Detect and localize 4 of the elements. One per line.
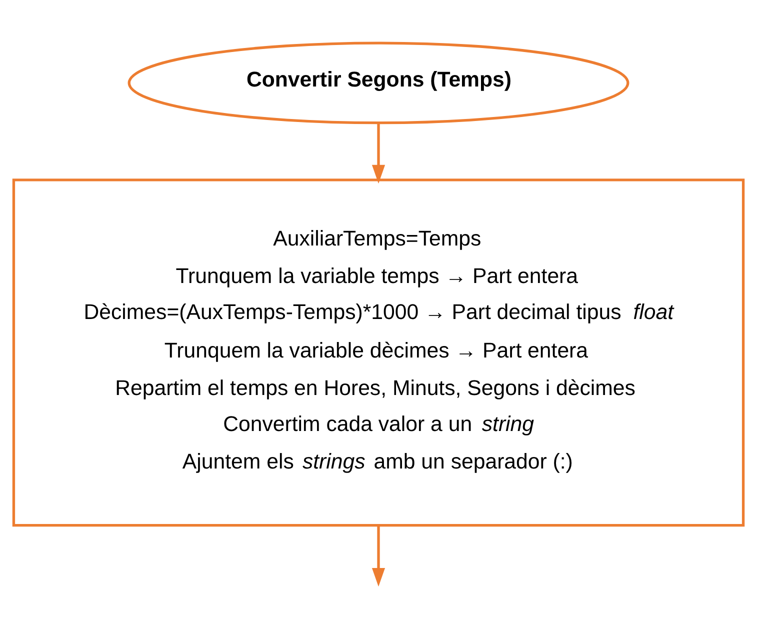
node-ellipse: Convertir Segons (Temps) xyxy=(128,41,630,124)
arrow xyxy=(372,122,386,184)
node-box: AuxiliarTemps=Temps Trunquem la variable temps → Part entera Dècimes=(AuxTemps-Temps)*1000 → Part decimal tipus float Trunquem la variable dècimes → Part entera Repartim el temps en Hores, Minuts, Segons i dècimes Convertim cada valor a un string Ajuntem els strings amb un separador (:) xyxy=(12,178,745,526)
arrow xyxy=(372,525,386,586)
